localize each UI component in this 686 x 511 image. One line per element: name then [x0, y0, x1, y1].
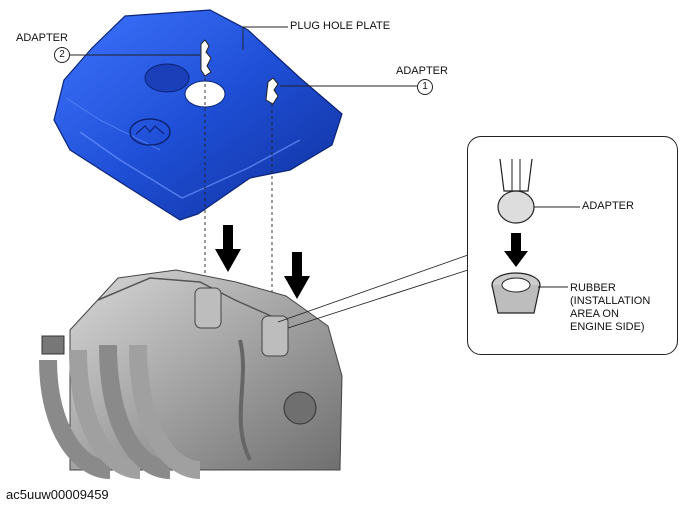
detail-inset	[467, 136, 678, 355]
rubber-label-line-4: ENGINE SIDE)	[570, 321, 645, 333]
inset-adapter-label: ADAPTER	[582, 200, 634, 212]
down-arrow-left	[215, 225, 241, 272]
alignment-dashes	[204, 78, 273, 328]
callout-1: 1	[417, 79, 433, 95]
inset-pointer-lines	[277, 254, 469, 329]
adapter-1-label: ADAPTER	[396, 65, 448, 77]
inset-down-arrow	[504, 233, 528, 267]
rubber-label-line-2: (INSTALLATION	[570, 295, 651, 307]
down-arrow-right	[284, 252, 310, 299]
callout-2: 2	[54, 47, 70, 63]
plug-hole-plate-label: PLUG HOLE PLATE	[290, 20, 391, 32]
adapter-2-label: ADAPTER	[16, 32, 68, 44]
inset-illustration	[491, 158, 580, 314]
inset-rubber-part	[491, 272, 568, 314]
engine-block	[39, 269, 343, 479]
plug-hole-plate-cover	[53, 9, 343, 221]
figure-id: ac5uuw00009459	[6, 487, 109, 502]
inset-rubber-label: RUBBER (INSTALLATION AREA ON ENGINE SIDE…	[570, 282, 650, 334]
inset-adapter-part	[497, 158, 580, 224]
rubber-label-line-3: AREA ON	[570, 308, 619, 320]
adapter-2-part	[200, 39, 212, 77]
leader-lines	[70, 26, 417, 87]
adapter-1-part	[265, 77, 279, 105]
rubber-label-line-1: RUBBER	[570, 282, 616, 294]
